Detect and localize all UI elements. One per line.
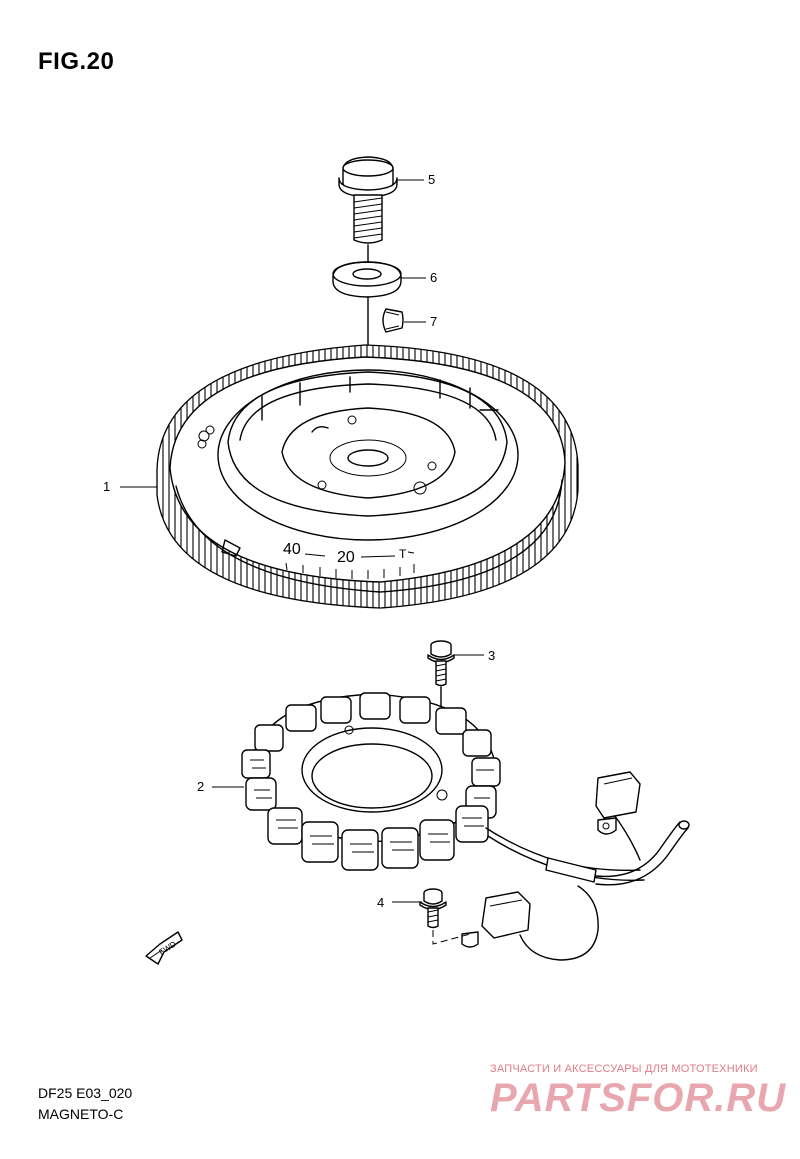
watermark-subtitle: ЗАПЧАСТИ И АКСЕССУАРЫ ДЛЯ МОТОТЕХНИКИ: [490, 1063, 758, 1075]
screw-4: [419, 888, 447, 929]
flywheel-mark-40: 40: [283, 541, 301, 558]
stator-2: [241, 692, 690, 961]
flywheel-mark-20: 20: [337, 549, 355, 566]
watermark-logo: PARTSFOR.RU: [490, 1076, 787, 1120]
diagram-code: DF25 E03_020: [38, 1085, 133, 1101]
callout-4: 4: [377, 895, 385, 910]
callout-6: 6: [430, 270, 438, 285]
figure-title: FIG.20: [38, 48, 115, 75]
fwd-arrow-icon: [145, 931, 183, 965]
flywheel-1: [156, 344, 579, 609]
key-7: [382, 308, 404, 333]
bolt-5: [338, 156, 398, 244]
screw-4-assembly-path: [432, 930, 471, 945]
callout-3: 3: [488, 648, 496, 663]
diagram-name: MAGNETO-C: [38, 1106, 124, 1122]
callout-1: 1: [103, 479, 111, 494]
callout-5: 5: [428, 172, 436, 187]
flywheel-mark-t: T: [399, 547, 407, 561]
callout-2: 2: [197, 779, 205, 794]
callout-7: 7: [430, 314, 438, 329]
screw-3: [427, 640, 455, 687]
washer-6: [332, 261, 402, 298]
